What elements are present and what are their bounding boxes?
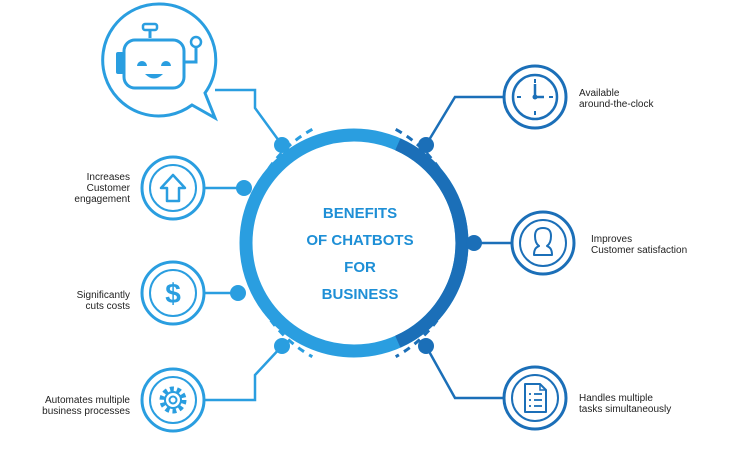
benefit-costs-line-2: cuts costs [85, 301, 130, 312]
center-title-line-3: FOR [344, 259, 376, 276]
benefit-label-available: Available around-the-clock [579, 88, 653, 110]
user-icon [510, 210, 576, 276]
node-dot-mascot [274, 137, 290, 153]
dashed-arc-right [394, 127, 465, 359]
connector-available [424, 95, 506, 146]
gear-icon [140, 367, 206, 433]
central-ring [239, 128, 469, 358]
benefit-label-satisfaction: Improves Customer satisfaction [591, 234, 687, 256]
dashed-arcs [243, 127, 465, 359]
benefit-costs-line-1: Significantly [76, 290, 130, 301]
dashed-arc-left [243, 127, 314, 359]
node-dot-costs [230, 285, 246, 301]
benefit-engagement-line-1: Increases [86, 172, 130, 183]
node-dots [230, 137, 482, 354]
connector-automates [205, 345, 283, 402]
benefit-label-costs: Significantly cuts costs [77, 290, 130, 312]
benefit-satisfaction-line-2: Customer satisfaction [591, 245, 688, 256]
center-title: BENEFITS OF CHATBOTS FOR BUSINESS [275, 200, 445, 308]
connector-mascot [215, 88, 284, 146]
center-title-line-2: OF CHATBOTS [306, 232, 414, 249]
benefit-tasks-line-1: Handles multiple [579, 393, 653, 404]
benefit-engagement-line-3: engagement [74, 194, 130, 205]
center-title-line-4: BUSINESS [321, 286, 399, 303]
benefit-available-line-2: around-the-clock [579, 99, 654, 110]
node-dot-automates [274, 338, 290, 354]
central-ring-dark-segment [395, 138, 469, 348]
benefit-label-automates: Automates multiple business processes [42, 395, 130, 417]
center-title-line-1: BENEFITS [322, 205, 398, 222]
clock-icon [502, 64, 568, 130]
node-dot-tasks [418, 338, 434, 354]
benefit-engagement-line-2: Customer [86, 183, 130, 194]
benefit-label-tasks: Handles multiple tasks simultaneously [579, 393, 671, 415]
checklist-icon [502, 365, 568, 431]
benefit-automates-line-2: business processes [42, 406, 130, 417]
svg-text:$: $ [165, 278, 181, 309]
connector-tasks [424, 345, 506, 400]
benefit-satisfaction-line-1: Improves [591, 234, 633, 245]
node-dot-engagement [236, 180, 252, 196]
benefit-tasks-line-2: tasks simultaneously [579, 404, 672, 415]
up-arrow-icon [140, 155, 206, 221]
benefit-available-line-1: Available [579, 88, 620, 99]
chatbot-robot-icon [101, 2, 218, 122]
benefit-label-engagement: Increases Customer engagement [74, 172, 130, 205]
node-dot-satisfaction [466, 235, 482, 251]
benefit-automates-line-1: Automates multiple [44, 395, 130, 406]
node-dot-available [418, 137, 434, 153]
dollar-icon: $ [140, 260, 206, 326]
